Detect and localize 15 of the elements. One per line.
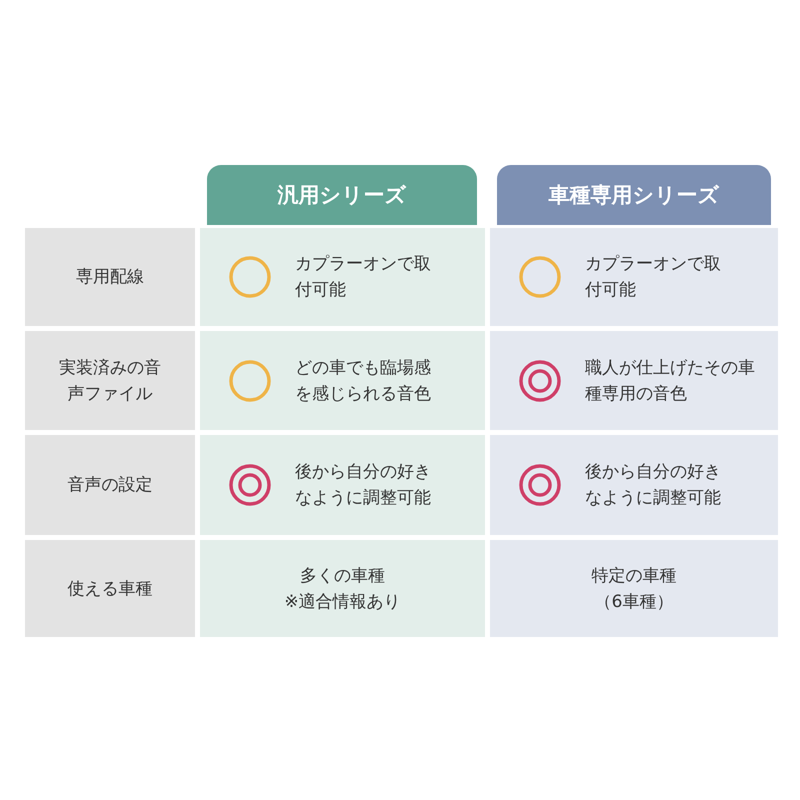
column-header: 車種専用シリーズ xyxy=(497,165,771,225)
cell-text: 後から自分の好きなように調整可能 xyxy=(295,461,432,510)
row-header: 実装済みの音声ファイル xyxy=(58,356,162,406)
row-header: 音声の設定 xyxy=(66,474,154,497)
cell-text: 多くの車種 xyxy=(300,564,385,588)
cell-text: どの車でも臨場感を感じられる音色 xyxy=(295,356,432,406)
cell-text: 特定の車種（6車種） xyxy=(590,564,678,614)
column-header: 汎用シリーズ xyxy=(207,165,477,225)
row-header: 使える車種 xyxy=(66,578,154,600)
cell-text: 職人が仕上げたその車種専用の音色 xyxy=(585,356,756,406)
cell-text: カプラーオンで取付可能 xyxy=(295,253,432,302)
cell-text: カプラーオンで取付可能 xyxy=(585,253,722,302)
row-header: 専用配線 xyxy=(75,266,145,289)
cell-text: ※適合情報あり xyxy=(284,590,401,614)
cell-text: 後から自分の好きなように調整可能 xyxy=(585,461,722,510)
